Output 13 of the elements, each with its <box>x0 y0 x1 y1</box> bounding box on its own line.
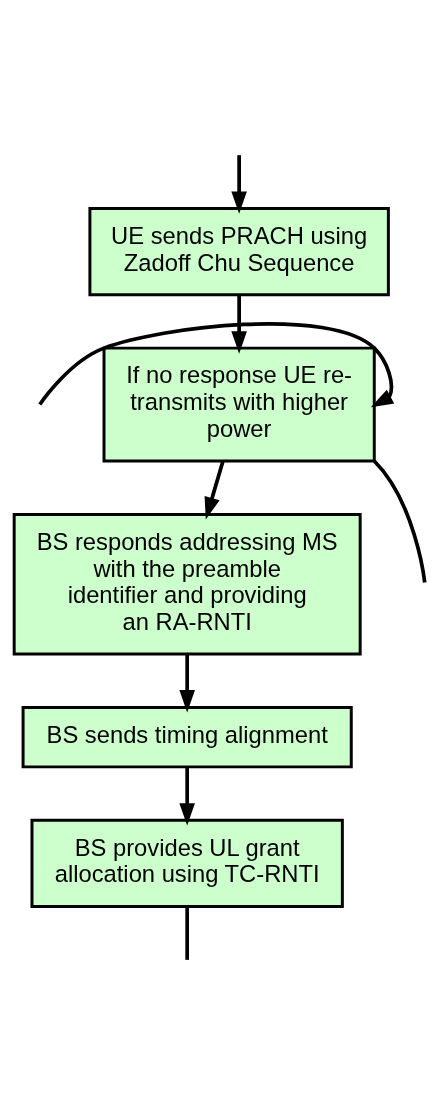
arrow <box>38 322 395 408</box>
node-box: BS sends timing alignment <box>21 706 353 769</box>
connector <box>372 459 427 583</box>
arrow <box>231 155 247 214</box>
node-box: BS provides UL grant allocation using TC-RNTI <box>30 818 344 908</box>
arrow <box>204 460 225 520</box>
connector <box>185 906 190 960</box>
node-box: If no response UE re-transmits with higher power <box>102 346 376 463</box>
arrow <box>179 767 195 826</box>
node-box: BS responds addressing MS with the preamble identifier and providing an RA-RNTI <box>12 512 362 656</box>
arrow <box>231 294 247 354</box>
arrow <box>179 654 195 713</box>
node-box: UE sends PRACH using Zadoff Chu Sequence <box>88 207 390 297</box>
